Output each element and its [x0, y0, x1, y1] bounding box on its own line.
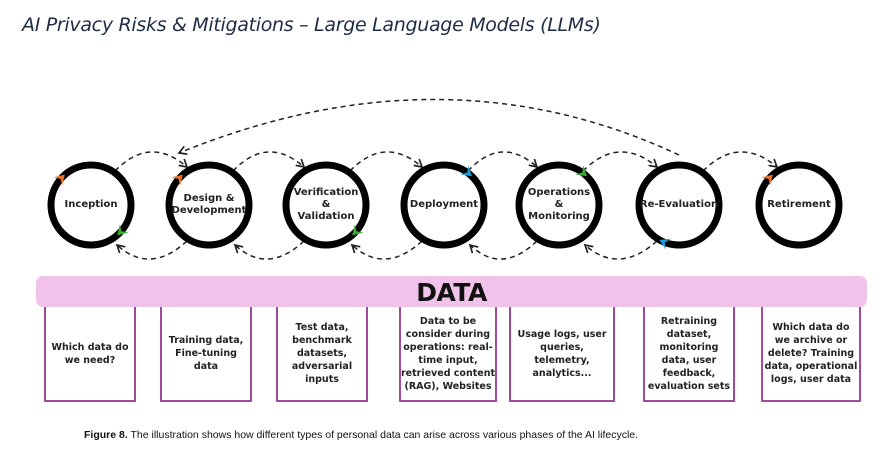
data-box: Training data, Fine-tuning data: [160, 307, 252, 402]
figure-caption: Figure 8. The illustration shows how dif…: [84, 429, 638, 441]
green-chevron-icon: [352, 224, 364, 236]
forward-arrow: [114, 151, 189, 172]
data-box: Data to be consider during operations: r…: [399, 307, 497, 402]
data-box-text: Training data, Fine-tuning data: [168, 335, 244, 372]
forward-arrow: [232, 151, 306, 172]
page-title: AI Privacy Risks & Mitigations – Large L…: [22, 14, 601, 36]
phase-ring: [165, 161, 253, 249]
green-chevron-icon: [117, 224, 129, 236]
data-box-text: Retraining dataset, monitoring data, use…: [647, 315, 731, 392]
forward-arrow: [467, 151, 539, 172]
feedback-arrow: [350, 240, 423, 260]
caption-label: Figure 8.: [84, 429, 128, 441]
data-box: Test data, benchmark datasets, adversari…: [276, 307, 368, 402]
forward-arrow: [702, 151, 779, 172]
phase-ring: [47, 161, 135, 249]
data-box-text: Which data do we need?: [51, 341, 129, 366]
data-box: Which data do we need?: [44, 307, 136, 402]
orange-chevron-icon: [53, 174, 65, 186]
data-bar: DATA: [36, 276, 867, 307]
feedback-arrow: [115, 240, 188, 260]
lifecycle-diagram: [47, 98, 843, 260]
forward-arrow: [582, 151, 659, 172]
data-box-text: Data to be consider during operations: r…: [401, 315, 496, 392]
green-chevron-icon: [575, 165, 588, 177]
forward-arrow: [349, 151, 424, 172]
phase-label: Deployment: [409, 199, 479, 210]
phase-ring: [755, 161, 843, 249]
orange-chevron-icon: [761, 174, 773, 186]
data-box: Which data do we archive or delete? Trai…: [761, 307, 861, 402]
data-box-text: Test data, benchmark datasets, adversari…: [291, 322, 353, 385]
data-box: Retraining dataset, monitoring data, use…: [643, 307, 735, 402]
data-box-text: Which data do we archive or delete? Trai…: [764, 322, 858, 385]
feedback-arrow: [233, 240, 305, 260]
phase-ring: [282, 161, 370, 249]
reevaluation-loop-arrow: [177, 98, 680, 156]
data-bar-label: DATA: [416, 278, 487, 307]
blue-chevron-icon: [460, 165, 473, 177]
phase-label: Re-Evaluation: [639, 199, 719, 210]
phase-ring: [635, 161, 723, 249]
data-box: Usage logs, user queries, telemetry, ana…: [509, 307, 615, 402]
blue-chevron-icon: [659, 238, 671, 250]
data-box-text: Usage logs, user queries, telemetry, ana…: [517, 328, 607, 379]
feedback-arrow: [468, 240, 538, 260]
phase-label: Operations & Monitoring: [527, 187, 591, 222]
phase-ring: [515, 161, 603, 249]
phase-label: Retirement: [767, 199, 831, 210]
phase-label: Verification & Validation: [293, 187, 359, 222]
phase-ring: [400, 161, 488, 249]
orange-chevron-icon: [171, 174, 183, 186]
caption-text: The illustration shows how different typ…: [127, 429, 639, 441]
feedback-arrow: [583, 240, 658, 260]
phase-label: Inception: [64, 199, 118, 210]
phase-label: Design & Development: [171, 193, 247, 216]
